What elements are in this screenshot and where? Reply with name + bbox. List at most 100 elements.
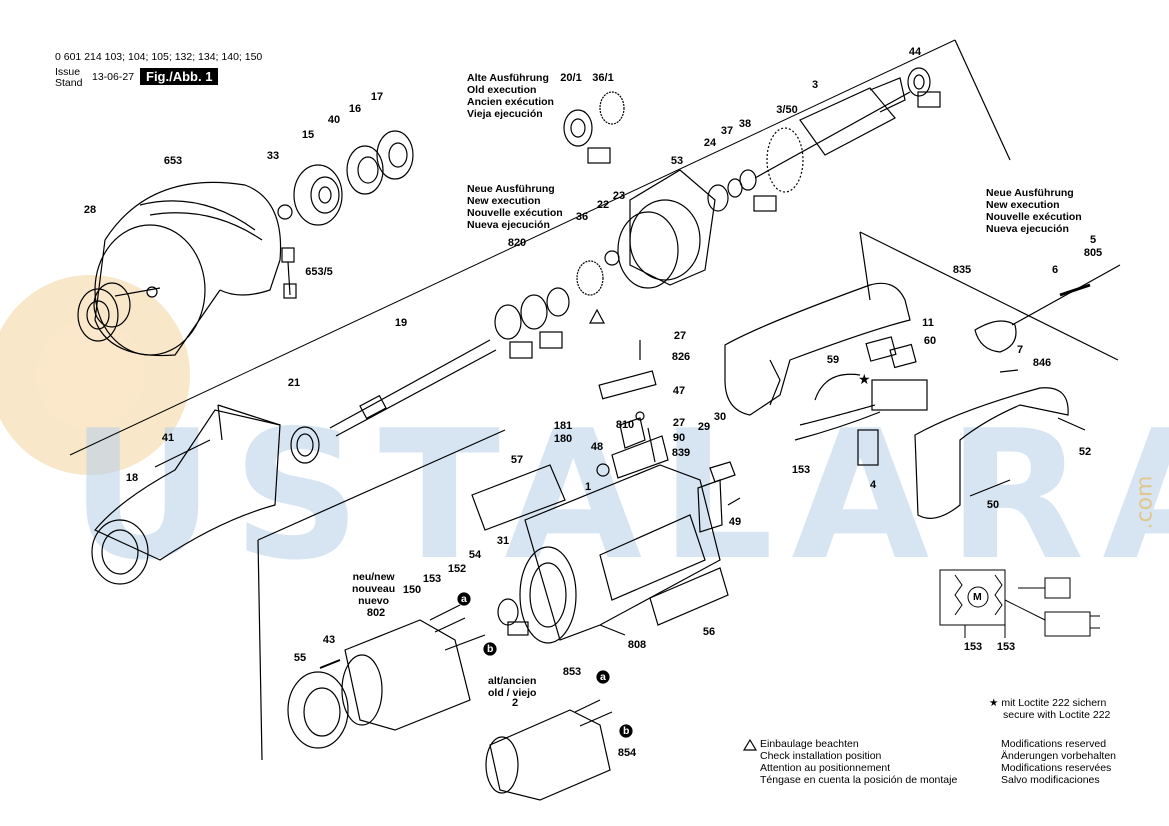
part-label: 27: [672, 417, 686, 429]
part-label: 153: [422, 573, 442, 585]
part-label: 653: [163, 155, 183, 167]
flange-15: [293, 164, 343, 226]
modifications-note: Modifications reserved Änderungen vorbeh…: [1001, 738, 1117, 786]
warning-triangle-note: [742, 738, 758, 751]
issue-date: 13-06-27: [92, 71, 135, 83]
part-label: 802: [366, 607, 386, 619]
gear-housing-53: [617, 169, 716, 289]
part-label: 3: [811, 79, 819, 91]
marker-b-1: b: [487, 643, 494, 655]
stator-2: [485, 699, 613, 801]
stator-802: [341, 604, 486, 731]
warning-triangle: [588, 308, 606, 324]
spindle-19: [329, 339, 497, 437]
part-label: 820: [507, 237, 527, 249]
part-label: 153: [791, 464, 811, 476]
bearing-box-old: [587, 147, 611, 164]
part-label: 53: [670, 155, 684, 167]
screw-50: [969, 479, 1011, 497]
part-label: 3/50: [776, 104, 798, 116]
part-label: 4: [869, 479, 877, 491]
part-label: 6: [1051, 264, 1059, 276]
issue-label: Issue: [55, 66, 81, 78]
ring-22: [604, 250, 620, 266]
install-note: Einbaulage beachten Check installation p…: [760, 738, 958, 786]
bearing-44: [907, 67, 931, 97]
part-label: 29: [697, 421, 711, 433]
part-label: 853: [562, 666, 582, 678]
screw-653-5: [281, 247, 297, 299]
gear-36-1: [599, 91, 625, 125]
part-label: 27: [673, 330, 687, 342]
part-label: 21: [287, 377, 301, 389]
bearing-16: [346, 145, 384, 195]
part-label: 59: [826, 354, 840, 366]
screw-7: [999, 369, 1019, 373]
part-label: 826: [671, 351, 691, 363]
label-808: [599, 624, 626, 636]
part-label: 22: [596, 199, 610, 211]
bearing-box-38: [753, 195, 777, 212]
part-label: 37: [720, 125, 734, 137]
part-label: 30: [713, 411, 727, 423]
part-label: 49: [728, 516, 742, 528]
bearing-820: [494, 287, 570, 359]
circuit-schematic: [939, 569, 1100, 638]
label-57: [471, 464, 566, 531]
part-label: 5: [1089, 234, 1097, 246]
figure-label: Fig./Abb. 1: [140, 68, 219, 85]
bearing-17: [376, 130, 414, 180]
armature-3: [754, 77, 911, 193]
ring-21: [290, 426, 320, 464]
bearing-box-31: [507, 621, 529, 636]
part-label: 854: [617, 747, 637, 759]
part-label: 18: [125, 472, 139, 484]
part-label: 153: [963, 641, 983, 653]
ring-24: [707, 184, 729, 212]
stator-old-note: alt/ancien old / viejo: [488, 675, 537, 699]
part-label: 60: [923, 335, 937, 347]
brush-parts: [596, 340, 741, 533]
part-label: 31: [496, 535, 510, 547]
stand-label: Stand: [55, 77, 83, 89]
handle-4: [914, 387, 1069, 519]
ring-37: [727, 178, 743, 198]
part-label: 152: [447, 563, 467, 575]
ring-31: [497, 598, 519, 626]
bearing-box-44: [917, 91, 941, 108]
part-label: 15: [301, 129, 315, 141]
part-label: 835: [952, 264, 972, 276]
part-label: 1: [584, 481, 592, 493]
part-label: 150: [402, 584, 422, 596]
motor-symbol: M: [973, 591, 982, 603]
cap-55: [287, 671, 349, 749]
part-label: 36: [575, 211, 589, 223]
part-label: 44: [908, 46, 922, 58]
part-label: 54: [468, 549, 482, 561]
cable-6: [974, 264, 1121, 353]
ring-33: [277, 204, 293, 220]
switch-parts: [794, 336, 928, 466]
part-label: 24: [703, 137, 717, 149]
part-label: 28: [83, 204, 97, 216]
part-label: 57: [510, 454, 524, 466]
old-execution-note: Alte Ausführung Old execution Ancien exé…: [467, 72, 554, 120]
housing-18: [91, 404, 281, 585]
motor-housing-1: [519, 464, 721, 644]
part-label: 11: [922, 317, 934, 329]
part-label: 180: [553, 433, 573, 445]
new-execution-note-2: Neue Ausführung New execution Nouvelle e…: [986, 187, 1082, 235]
part-label: 90: [672, 432, 686, 444]
part-label: 41: [161, 432, 175, 444]
part-label: 181: [553, 420, 573, 432]
part-label: 16: [348, 103, 362, 115]
part-label: 2: [511, 697, 519, 709]
part-label: 810: [615, 419, 635, 431]
part-label: 19: [394, 317, 408, 329]
cover-653: [94, 181, 282, 357]
part-label: 40: [327, 114, 341, 126]
gear-36: [576, 260, 604, 296]
part-label: 50: [986, 499, 1000, 511]
